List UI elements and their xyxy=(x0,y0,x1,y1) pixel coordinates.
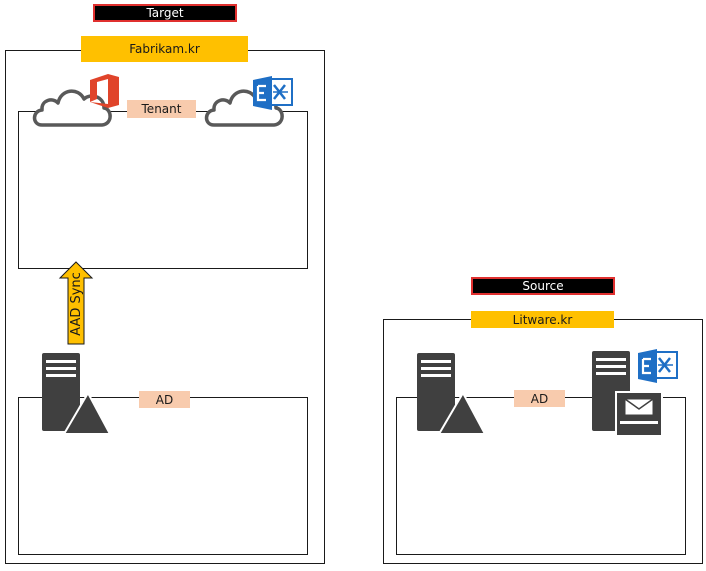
source-ad-text: AD xyxy=(530,391,549,406)
tenant-label-text: Tenant xyxy=(141,102,182,116)
exchange-icon xyxy=(638,349,678,383)
target-domain-text: Fabrikam.kr xyxy=(129,42,200,56)
source-label: Source xyxy=(471,277,615,295)
server-icon xyxy=(42,353,112,435)
source-domain-label: Litware.kr xyxy=(471,311,614,328)
aad-sync-arrow xyxy=(58,261,94,345)
tenant-label: Tenant xyxy=(127,100,196,118)
aad-sync-text: AAD Sync xyxy=(68,272,84,336)
mail-server-icon xyxy=(592,351,663,437)
tenant-box xyxy=(18,111,308,269)
source-label-text: Source xyxy=(522,279,564,293)
source-domain-text: Litware.kr xyxy=(512,312,573,327)
exchange-icon xyxy=(253,76,293,110)
office-icon xyxy=(90,74,119,108)
target-ad-label: AD xyxy=(139,391,190,408)
target-label: Target xyxy=(93,4,237,22)
server-icon xyxy=(417,353,487,435)
target-ad-text: AD xyxy=(155,392,174,407)
target-domain-label: Fabrikam.kr xyxy=(81,36,248,62)
source-ad-label: AD xyxy=(514,390,565,407)
aad-sync-label: AAD Sync xyxy=(67,262,85,346)
target-label-text: Target xyxy=(146,6,184,20)
